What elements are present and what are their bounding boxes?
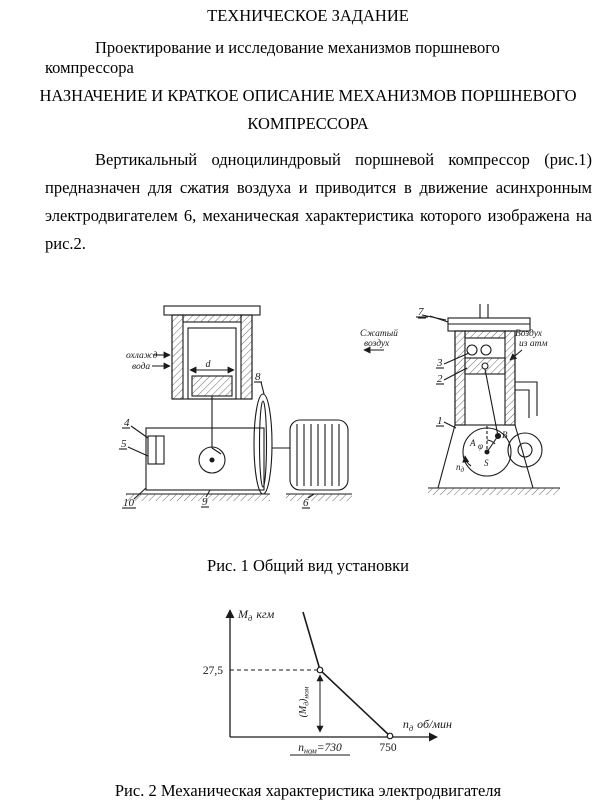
fig1-speed-n-label: nд	[456, 462, 465, 474]
chart-xtick-nominal: nном=730	[298, 742, 342, 756]
chart-axes	[225, 609, 438, 756]
fig1-point-S: S	[484, 458, 489, 468]
fig1-part-8: 8	[255, 371, 261, 383]
body-paragraph: Вертикальный одноцилиндровый поршневой к…	[45, 150, 592, 253]
fig1-part-7: 7	[418, 306, 424, 318]
fig1-label-compressed-line1: Сжатый	[360, 328, 398, 339]
fig1-label-water-line2: вода	[132, 361, 150, 372]
fig1-point-B: B	[502, 430, 508, 440]
chart-series-line	[302, 611, 394, 740]
fig1-label-atm-line2: из атм	[519, 339, 548, 349]
document-title: ТЕХНИЧЕСКОЕ ЗАДАНИЕ	[207, 6, 409, 25]
document-subtitle: Проектирование и исследование механизмов…	[45, 38, 500, 77]
fig1-label-compressed-line2: воздух	[364, 338, 390, 349]
fig1-right-view: 7 Сжатый воздух Воздух из атм 3 2 1 A B …	[360, 304, 560, 495]
fig1-part-1: 1	[437, 415, 443, 427]
section-heading-line1: НАЗНАЧЕНИЕ И КРАТКОЕ ОПИСАНИЕ МЕХАНИЗМОВ…	[39, 86, 577, 105]
fig1-part-3: 3	[436, 357, 443, 369]
fig1-part-2: 2	[437, 373, 443, 385]
chart-nominal-torque-annotation: (Мд)ном	[298, 686, 311, 717]
chart-yvalue-27-5: 27,5	[203, 665, 223, 677]
figure2-caption: Рис. 2 Механическая характеристика элект…	[114, 781, 502, 800]
fig1-dim-d-label: d	[206, 359, 212, 370]
fig1-part-4: 4	[124, 417, 130, 429]
figure1-drawing: охлажд вода d 4 5 10 9 8 6	[118, 298, 578, 522]
fig1-part-5: 5	[121, 438, 127, 450]
fig1-angle-phi: φ	[478, 441, 483, 451]
fig1-point-A: A	[469, 438, 476, 448]
figure1-svg: охлажд вода d 4 5 10 9 8 6	[119, 304, 560, 509]
chart-max-speed-point	[386, 732, 394, 740]
figure1-caption: Рис. 1 Общий вид установки	[207, 556, 409, 575]
fig1-part-6: 6	[303, 497, 309, 509]
chart-nominal-point	[316, 666, 324, 674]
fig1-label-water-line1: охлажд	[126, 350, 158, 361]
fig1-part-9: 9	[202, 496, 208, 508]
section-heading-line2: КОМПРЕССОРА	[247, 114, 369, 133]
fig1-left-view	[119, 305, 352, 509]
fig1-part-10: 10	[123, 497, 135, 509]
chart-xtick-750: 750	[379, 742, 397, 754]
section-heading: НАЗНАЧЕНИЕ И КРАТКОЕ ОПИСАНИЕ МЕХАНИЗМОВ…	[0, 82, 616, 138]
fig1-label-atm-line1: Воздух	[515, 328, 543, 339]
